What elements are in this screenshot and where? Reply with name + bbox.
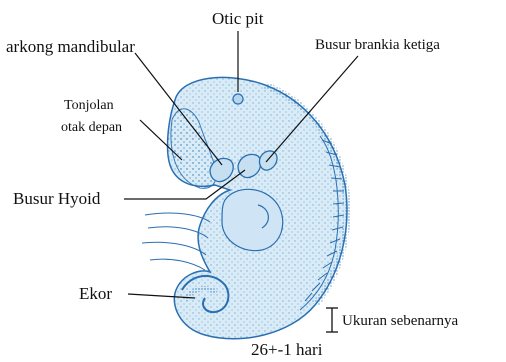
label-actual-size: Ukuran sebenarnya <box>342 314 458 329</box>
label-forebrain-1: Tonjolan <box>64 99 114 113</box>
label-otic-pit: Otic pit <box>212 10 263 27</box>
label-third-branchial: Busur brankia ketiga <box>315 38 440 53</box>
label-age: 26+-1 hari <box>251 341 322 358</box>
label-tail: Ekor <box>79 285 112 302</box>
otic-pit-dot <box>233 94 243 104</box>
label-forebrain-2: otak depan <box>61 121 122 135</box>
label-mandibular: arkong mandibular <box>6 38 135 55</box>
scale-bar <box>326 308 338 332</box>
label-hyoid: Busur Hyoid <box>13 190 100 207</box>
